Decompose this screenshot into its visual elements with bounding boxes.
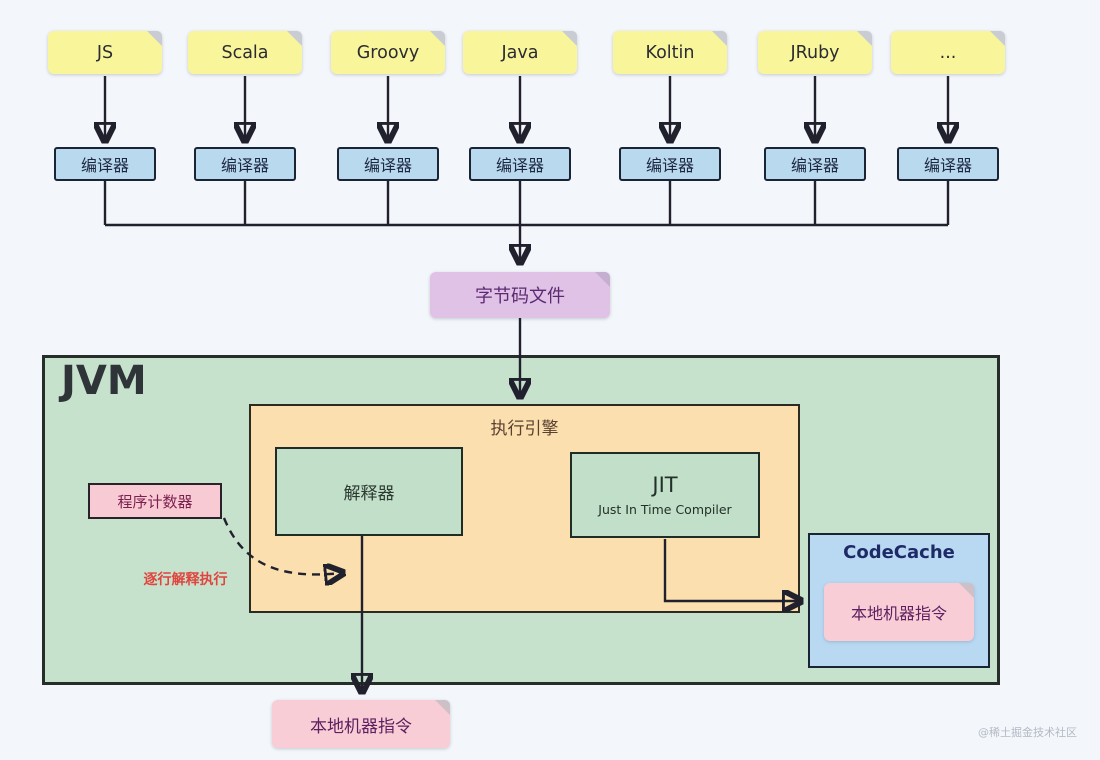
language-label: Scala [221, 42, 269, 63]
fold-corner-icon [595, 272, 610, 287]
jit-box: JIT Just In Time Compiler [570, 452, 760, 538]
language-label: Koltin [645, 42, 695, 63]
language-label: ... [939, 42, 957, 63]
language-note-groovy: Groovy [331, 31, 445, 74]
compiler-label: 编译器 [790, 156, 839, 175]
interpreter-label: 解释器 [343, 484, 395, 504]
language-note-koltin: Koltin [613, 31, 727, 74]
native-instructions-note: 本地机器指令 [272, 700, 450, 748]
language-label: JRuby [790, 42, 840, 63]
language-note-scala: Scala [188, 31, 302, 74]
compiler-label: 编译器 [220, 156, 269, 175]
language-label: JS [96, 42, 114, 63]
language-label: Java [501, 42, 539, 63]
language-note-others: ... [891, 31, 1005, 74]
codecache-title: CodeCache [843, 542, 955, 563]
compiler-label: 编译器 [923, 156, 972, 175]
jit-label: JIT [652, 473, 678, 497]
codecache-native-instructions-note: 本地机器指令 [824, 583, 974, 641]
compiler-label: 编译器 [645, 156, 694, 175]
fold-corner-icon [430, 31, 445, 46]
language-to-compiler-arrows [105, 76, 948, 140]
language-label: Groovy [356, 42, 420, 63]
fold-corner-icon [857, 31, 872, 46]
language-note-jruby: JRuby [758, 31, 872, 74]
compiler-label: 编译器 [363, 156, 412, 175]
native-instructions-label: 本地机器指令 [850, 604, 947, 623]
compiler-box-koltin: 编译器 [619, 147, 721, 181]
program-counter-box: 程序计数器 [88, 483, 222, 519]
fold-corner-icon [435, 700, 450, 715]
compiler-box-others: 编译器 [897, 147, 999, 181]
fold-corner-icon [959, 583, 974, 598]
interpret-note: 逐行解释执行 [143, 572, 228, 588]
language-note-java: Java [463, 31, 577, 74]
compiler-bus-lines [103, 181, 950, 227]
jit-sublabel: Just In Time Compiler [598, 502, 732, 517]
fold-corner-icon [712, 31, 727, 46]
native-instructions-label: 本地机器指令 [310, 716, 412, 737]
fold-corner-icon [147, 31, 162, 46]
compiler-box-js: 编译器 [54, 147, 156, 181]
fold-corner-icon [990, 31, 1005, 46]
program-counter-label: 程序计数器 [117, 492, 193, 511]
interpreter-box: 解释器 [275, 447, 463, 536]
bytecode-file-label: 字节码文件 [475, 286, 565, 307]
jvm-title: JVM [61, 358, 147, 404]
fold-corner-icon [287, 31, 302, 46]
compiler-label: 编译器 [80, 156, 129, 175]
watermark: @稀土掘金技术社区 [978, 726, 1077, 739]
compiler-box-scala: 编译器 [194, 147, 296, 181]
compiler-label: 编译器 [495, 156, 544, 175]
language-note-js: JS [48, 31, 162, 74]
compiler-box-java: 编译器 [469, 147, 571, 181]
execution-engine-title: 执行引擎 [490, 419, 559, 439]
bytecode-file-note: 字节码文件 [430, 272, 610, 318]
compiler-box-jruby: 编译器 [764, 147, 866, 181]
compiler-box-groovy: 编译器 [337, 147, 439, 181]
fold-corner-icon [562, 31, 577, 46]
